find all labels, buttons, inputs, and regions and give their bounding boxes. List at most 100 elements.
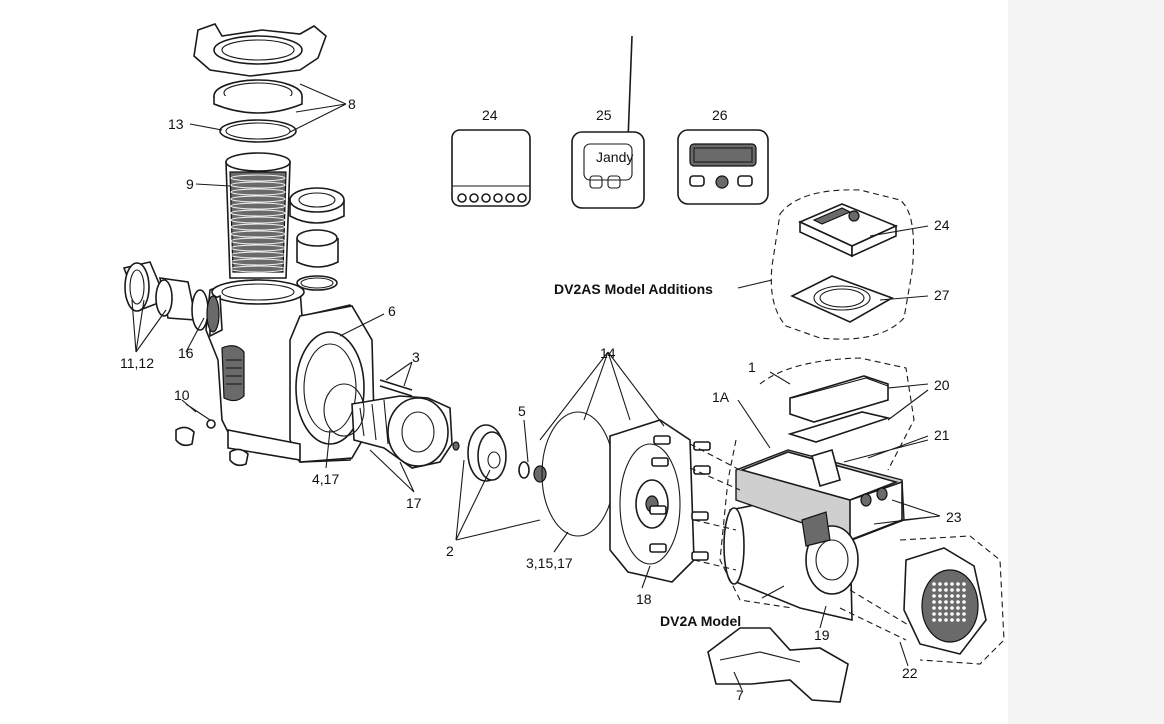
pump-housing [205,279,375,463]
fan-vent-hole [962,606,966,610]
callout-2: 2 [446,543,454,559]
fan-vent-hole [956,600,960,604]
impeller [452,424,507,482]
callout-3: 3 [412,349,420,365]
fan-vent-hole [962,588,966,592]
fan-vent-hole [962,594,966,598]
union-fittings-left [122,261,220,333]
callout-6: 6 [388,303,396,319]
motor-group-outline [719,439,793,609]
plate-bolt [653,435,671,445]
fan-vent-hole [932,618,936,622]
fan-vent-hole [938,582,942,586]
fan-vent-hole [932,606,936,610]
control-cover [787,375,891,443]
plate-bolt [693,441,711,451]
fan-vent-hole [938,612,942,616]
fan-cover [903,547,987,655]
callout-labels: 8 13 9 11,12 16 6 3 10 4,17 17 2 14 5 3,… [120,96,962,703]
controller-24 [451,129,531,207]
fan-vent-hole [950,600,954,604]
callout-21: 21 [934,427,950,443]
fan-vent-hole [956,588,960,592]
basket-rib [230,223,286,231]
fan-vent-hole [956,594,960,598]
callout-10: 10 [174,387,190,403]
dv2as-additions [770,189,915,340]
control-group-outline [759,357,915,471]
fan-vent-hole [944,594,948,598]
basket-rib [230,244,286,252]
seal-parts [518,461,547,483]
fan-vent-hole [962,600,966,604]
basket-rib [230,209,286,217]
lid-assembly [193,23,327,143]
fan-vent-hole [938,606,942,610]
fan-group-outline [899,535,1005,665]
fan-vent-hole [938,600,942,604]
fan-vent-hole [950,618,954,622]
callout-24-top: 24 [482,107,498,123]
drain-plugs [175,419,249,467]
control-panel-26 [677,129,769,205]
fan-vent-hole [950,612,954,616]
seal-plate [609,419,711,583]
fan-vent-hole [944,618,948,622]
fan-vent-hole [950,588,954,592]
fan-vent-hole [950,582,954,586]
basket-rib [230,188,286,196]
fan-vent-hole [956,606,960,610]
fan-vent-hole [932,588,936,592]
fan-vent-hole [932,594,936,598]
fan-vent-hole [944,600,948,604]
fan-vent-hole [950,606,954,610]
fan-vent-hole [932,612,936,616]
callout-14: 14 [600,345,616,361]
callout-16: 16 [178,345,194,361]
plate-bolt [691,511,709,521]
callout-1a: 1A [712,389,730,405]
plate-bolt [691,551,709,561]
callout-3-15-17: 3,15,17 [526,555,573,571]
fan-vent-hole [938,594,942,598]
fan-vent-hole [944,588,948,592]
fan-vent-hole [956,618,960,622]
basket-rib [230,202,286,210]
plate-bolt [649,505,667,515]
basket-rib [230,195,286,203]
callout-25: 25 [596,107,612,123]
plate-bolt [651,457,669,467]
callout-19: 19 [814,627,830,643]
fan-vent-hole [962,618,966,622]
fan-vent-hole [950,594,954,598]
callout-1: 1 [748,359,756,375]
basket-rib [230,237,286,245]
motor-assembly [723,448,905,622]
basket-rib [230,174,286,182]
leader-lines [131,83,941,691]
diffuser [323,379,453,469]
fan-vent-hole [962,582,966,586]
callout-11-12: 11,12 [120,355,154,371]
assembly-lines [689,443,911,641]
fan-vent-hole [956,582,960,586]
callout-7: 7 [736,687,744,703]
product-logo: Jandy [596,149,633,165]
callout-24-right: 24 [934,217,950,233]
callout-13: 13 [168,116,184,132]
callout-27: 27 [934,287,950,303]
basket-rib [230,181,286,189]
callout-17: 17 [406,495,422,511]
callout-23: 23 [946,509,962,525]
fan-vent-hole [932,600,936,604]
union-fittings-right [289,187,345,291]
plate-bolt [649,543,667,553]
callout-26: 26 [712,107,728,123]
callout-18: 18 [636,591,652,607]
strainer-basket [225,152,291,279]
fan-vent-hole [944,582,948,586]
wireless-module-25: Jandy [571,35,645,209]
fan-vent-hole [956,612,960,616]
